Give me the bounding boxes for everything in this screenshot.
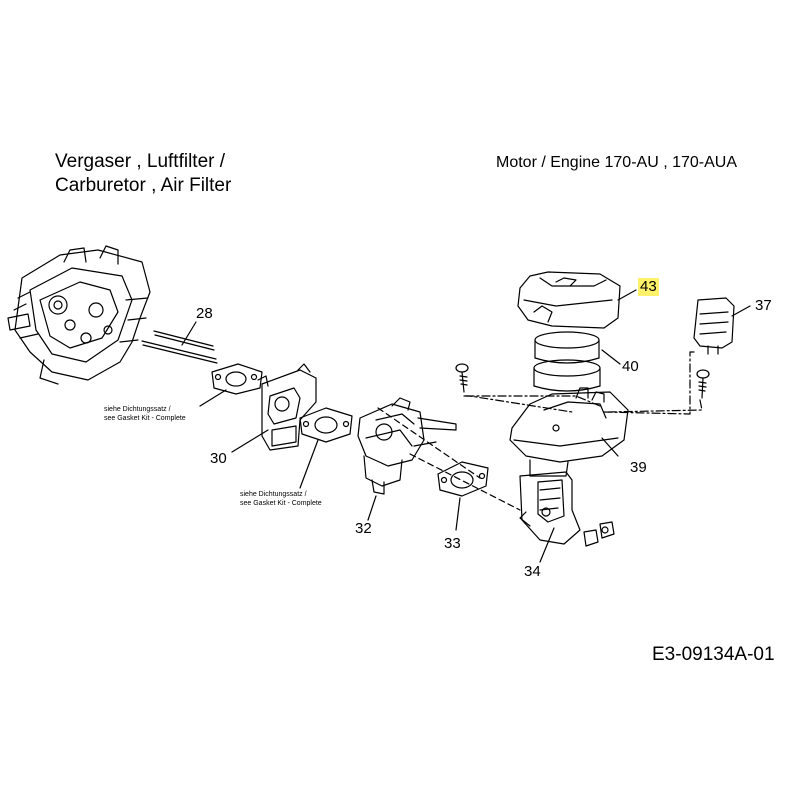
insulator-30 xyxy=(231,363,317,453)
part-number-40[interactable]: 40 xyxy=(622,358,639,375)
diagram-title-german: Vergaser , Luftfilter / xyxy=(55,151,226,172)
gasket-kit-note-2-de: siehe Dichtungssatz / xyxy=(240,491,307,498)
gasket-33 xyxy=(409,453,521,531)
screw-right xyxy=(696,369,710,399)
part-number-32[interactable]: 32 xyxy=(355,520,372,537)
air-filter-base-39 xyxy=(509,387,629,477)
part-number-39[interactable]: 39 xyxy=(630,459,647,476)
part-37 xyxy=(693,297,751,355)
carburetor-gasket-1 xyxy=(299,407,353,489)
gasket-kit-note-1-de: siehe Dichtungssatz / xyxy=(104,406,171,413)
part-number-37[interactable]: 37 xyxy=(755,297,772,314)
gasket-kit-note-2-en: see Gasket Kit - Complete xyxy=(240,500,322,507)
part-number-33[interactable]: 33 xyxy=(444,535,461,552)
studs-28 xyxy=(141,321,218,364)
part-number-28[interactable]: 28 xyxy=(196,305,213,322)
intake-gasket xyxy=(199,363,263,407)
engine-model-label: Motor / Engine 170-AU , 170-AUA xyxy=(496,154,738,171)
part-number-43[interactable]: 43 xyxy=(638,278,659,296)
diagram-title-english: Carburetor , Air Filter xyxy=(55,175,232,196)
part-number-30[interactable]: 30 xyxy=(210,450,227,467)
part-number-34[interactable]: 34 xyxy=(524,563,541,580)
filter-element-40 xyxy=(533,331,621,392)
gasket-kit-note-1-en: see Gasket Kit - Complete xyxy=(104,415,186,422)
engine-cylinder-head xyxy=(7,245,151,385)
screw-left xyxy=(455,363,469,393)
carburetor-32 xyxy=(357,397,481,521)
gasket-kit-note-1: siehe Dichtungssatz / see Gasket Kit - C… xyxy=(104,405,186,423)
alignment-lines xyxy=(463,351,703,415)
elbow-34 xyxy=(519,471,615,563)
gasket-kit-note-2: siehe Dichtungssatz / see Gasket Kit - C… xyxy=(240,490,322,508)
drawing-code: E3-09134A-01 xyxy=(652,644,775,665)
air-filter-cover-43 xyxy=(517,271,637,329)
